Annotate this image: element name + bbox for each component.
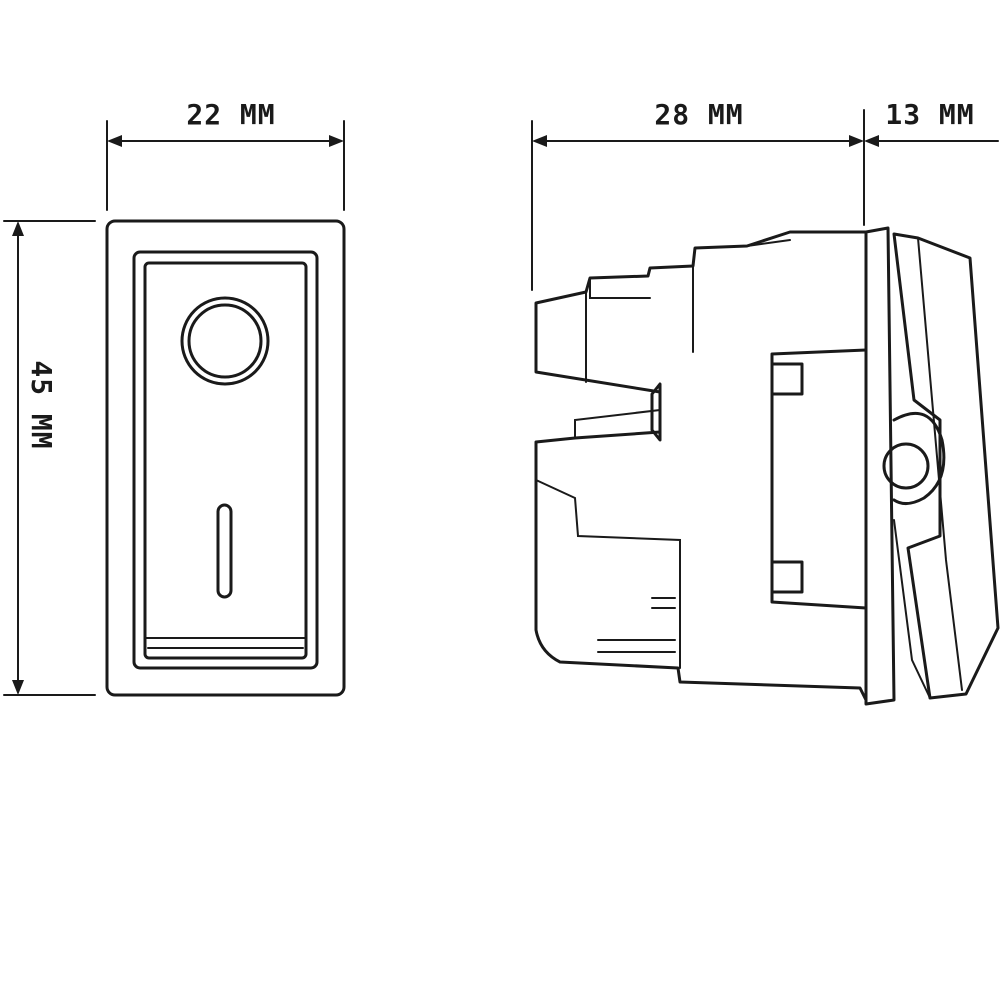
housing-detail-lower — [535, 409, 681, 669]
housing-detail-upper — [585, 239, 791, 383]
side-view — [534, 226, 1000, 706]
pivot-boss — [892, 411, 946, 505]
bezel-inner — [132, 250, 319, 670]
width-label: 22 MM — [186, 98, 275, 131]
bezel-outer — [105, 219, 346, 697]
front-view — [105, 219, 346, 697]
mounting-flange — [864, 226, 896, 706]
inner-frame — [770, 348, 868, 610]
rocker-dimension: 13 MM — [864, 98, 999, 147]
rocker-face — [143, 261, 308, 660]
height-label: 45 MM — [25, 360, 58, 449]
depth-label: 28 MM — [654, 98, 743, 131]
rocker-label: 13 MM — [885, 98, 974, 131]
off-symbol-inner — [187, 303, 263, 379]
housing-top-outline — [534, 230, 868, 702]
off-symbol-outer — [180, 296, 270, 386]
width-dimension: 22 MM — [106, 98, 345, 211]
terminal-tab-upper — [770, 362, 804, 396]
height-dimension: 45 MM — [3, 220, 96, 696]
on-symbol — [216, 503, 233, 599]
rocker-body — [892, 232, 1000, 700]
rocker-bottom-lip — [144, 637, 307, 649]
terminal-tab-lower — [770, 560, 804, 594]
rocker-inner-edge — [893, 237, 963, 699]
pivot-hole — [882, 442, 930, 490]
depth-dimension: 28 MM — [531, 98, 865, 291]
snap-latch — [650, 382, 662, 442]
